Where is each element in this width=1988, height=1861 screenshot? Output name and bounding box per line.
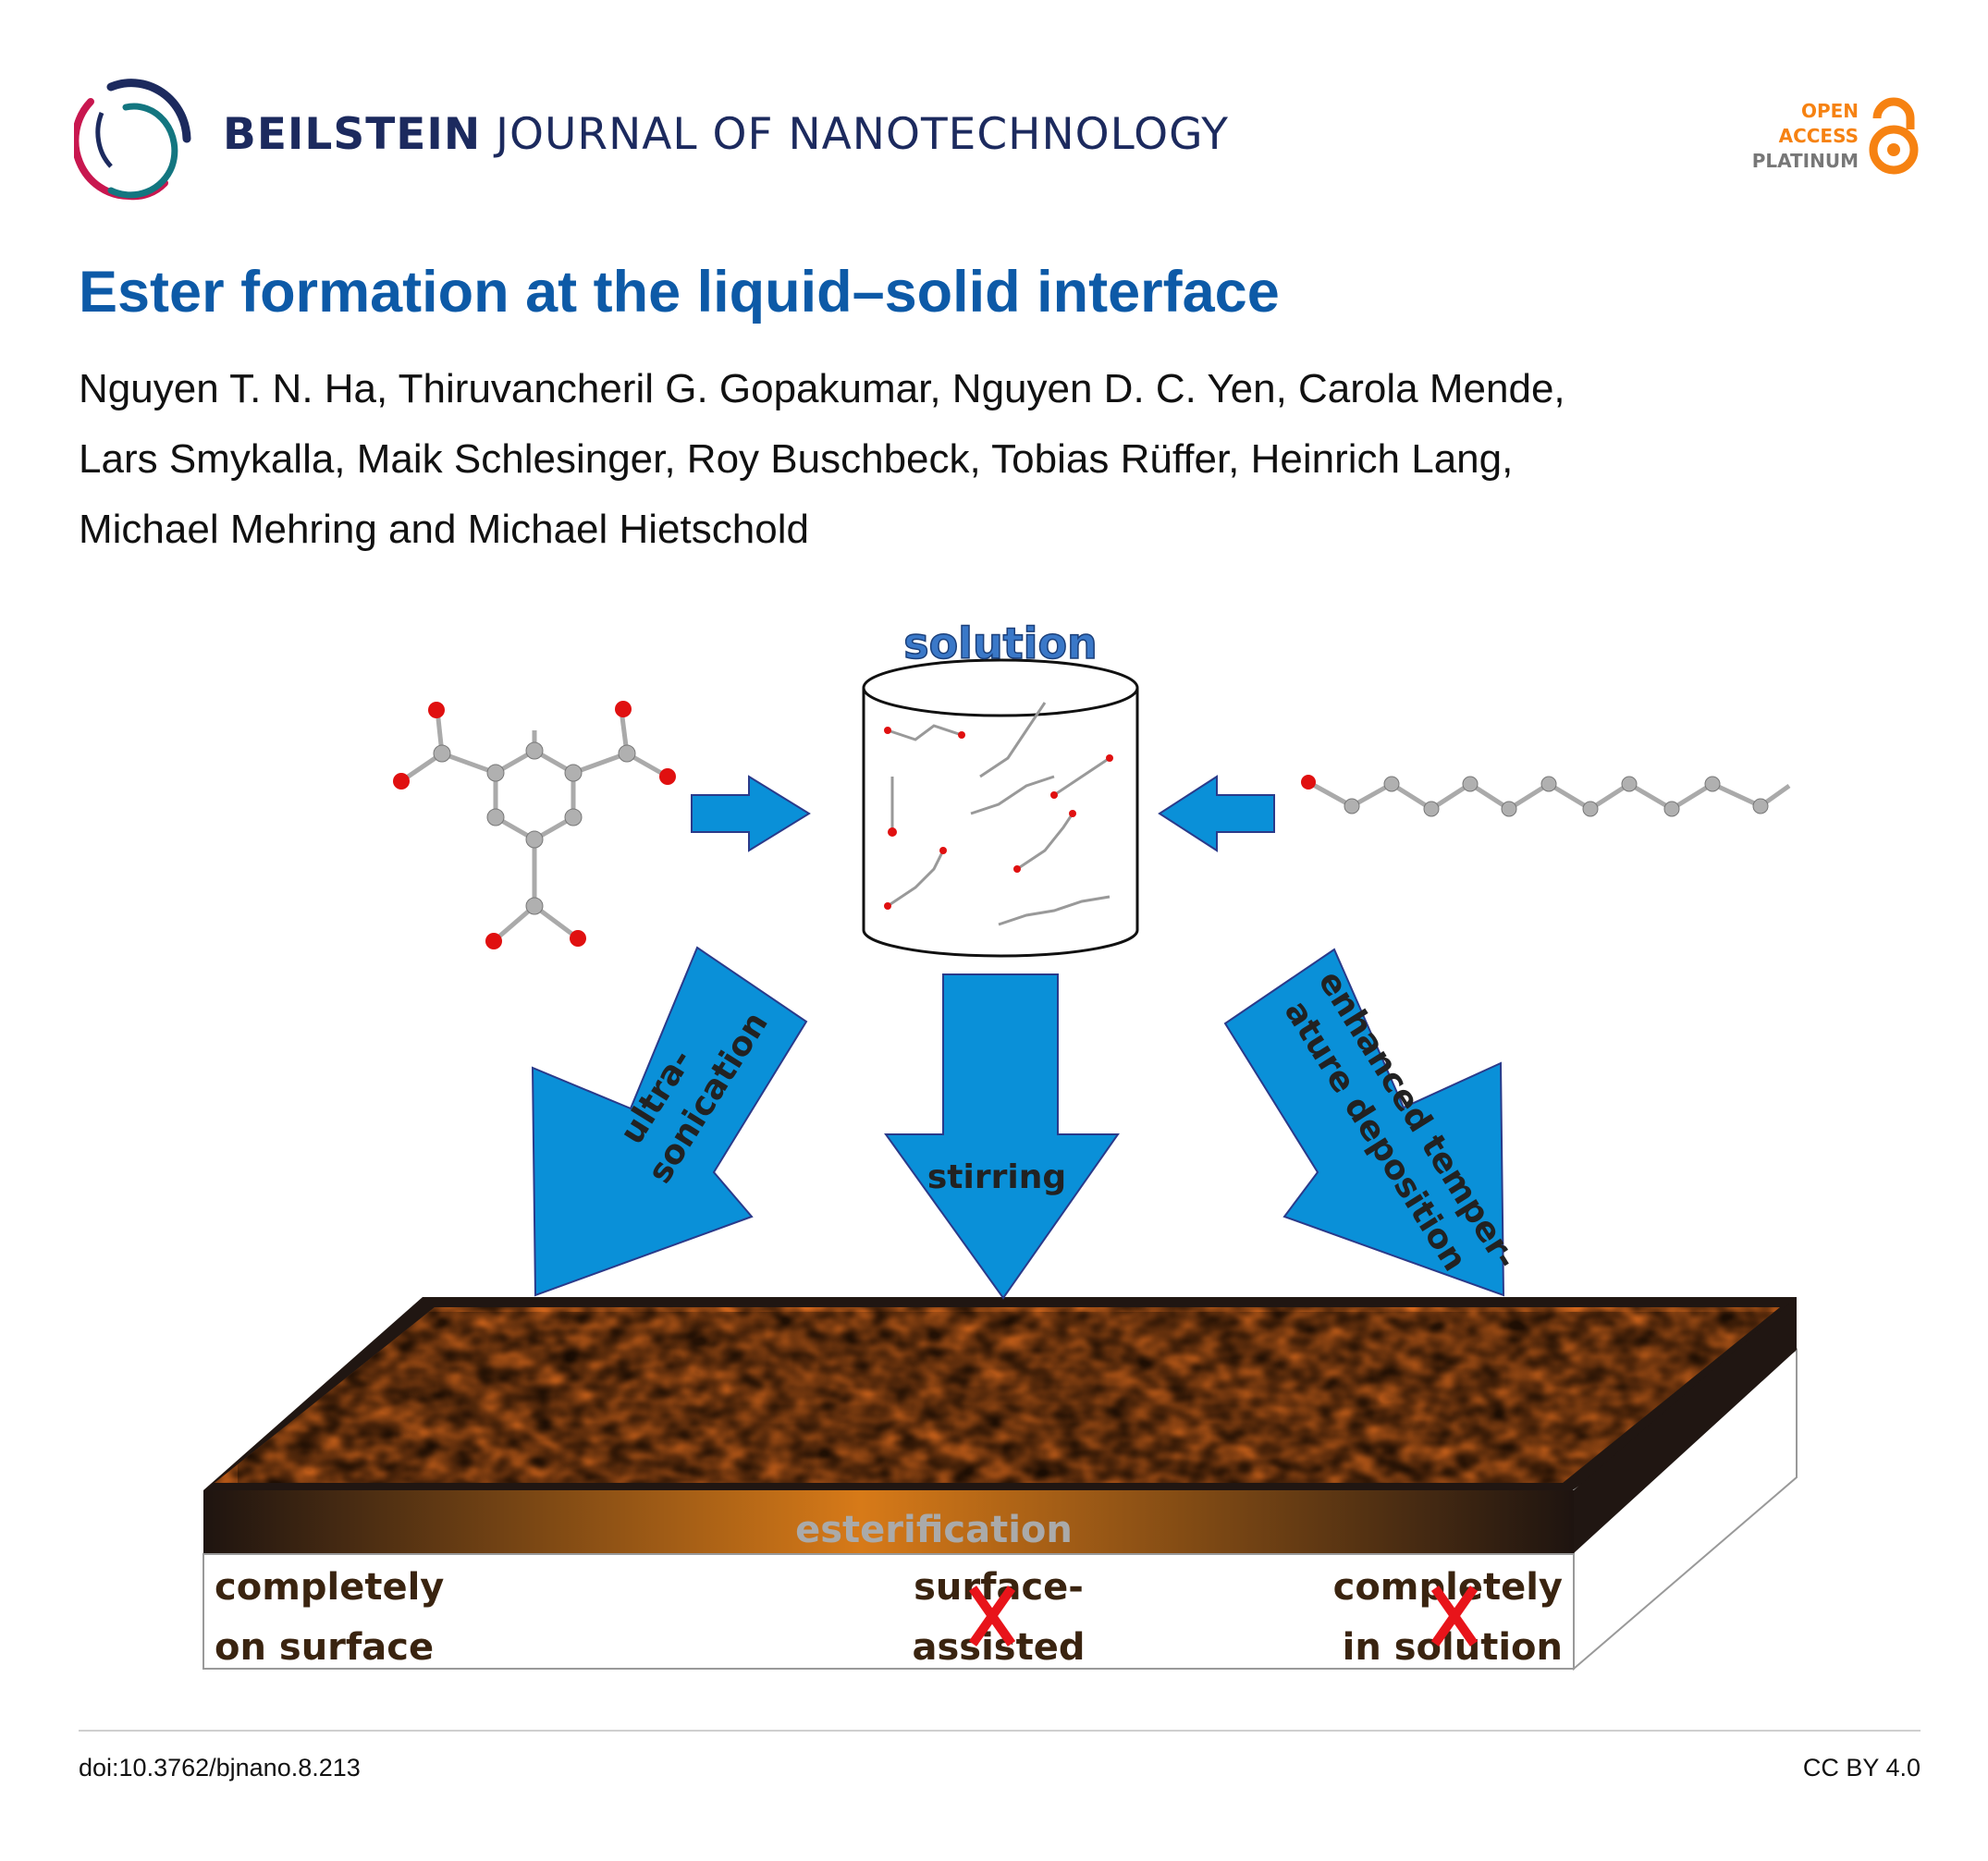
arrow-right-input <box>1158 775 1275 852</box>
cross-mark-icon <box>1430 1586 1479 1647</box>
journal-name: BEILSTEIN JOURNAL OF NANOTECHNOLOGY <box>223 109 1229 160</box>
doi-link[interactable]: doi:10.3762/bjnano.8.213 <box>79 1754 361 1781</box>
label-stirring: stirring <box>927 1158 1066 1196</box>
journal-logo <box>74 79 191 201</box>
cross-mark-icon <box>968 1586 1016 1647</box>
arrow-left-input <box>691 775 811 852</box>
arrow-ultrasonication <box>531 946 808 1297</box>
license-label: CC BY 4.0 <box>1802 1754 1921 1781</box>
surface-slab: esterification completely on surface sur… <box>202 1297 1798 1671</box>
article-title: Ester formation at the liquid–solid inte… <box>79 260 1280 324</box>
outcome-1-line-1: completely <box>215 1566 444 1609</box>
alcohol-chain-molecule <box>1301 775 1791 817</box>
authors-line-2: Lars Smykalla, Maik Schlesinger, Roy Bus… <box>79 436 1514 482</box>
authors-line-1: Nguyen T. N. Ha, Thiruvancheril G. Gopak… <box>79 366 1565 411</box>
outcome-1-line-2: on surface <box>215 1626 434 1669</box>
solution-cylinder: solution <box>862 618 1139 958</box>
open-lock-icon <box>1869 97 1919 175</box>
authors-line-3: Michael Mehring and Michael Hietschold <box>79 507 809 552</box>
arrow-enhanced-temperature <box>1223 948 1505 1297</box>
badge-open: OPEN <box>1800 100 1859 122</box>
badge-access: ACCESS <box>1778 125 1859 147</box>
outcome-3-line-2: in solution <box>1343 1626 1563 1669</box>
arrow-stirring <box>884 973 1120 1300</box>
band-label: esterification <box>795 1509 1073 1551</box>
badge-platinum: PLATINUM <box>1751 150 1859 172</box>
footer-divider <box>79 1730 1921 1732</box>
trimesic-acid-molecule <box>393 701 676 949</box>
solution-label: solution <box>903 618 1098 668</box>
